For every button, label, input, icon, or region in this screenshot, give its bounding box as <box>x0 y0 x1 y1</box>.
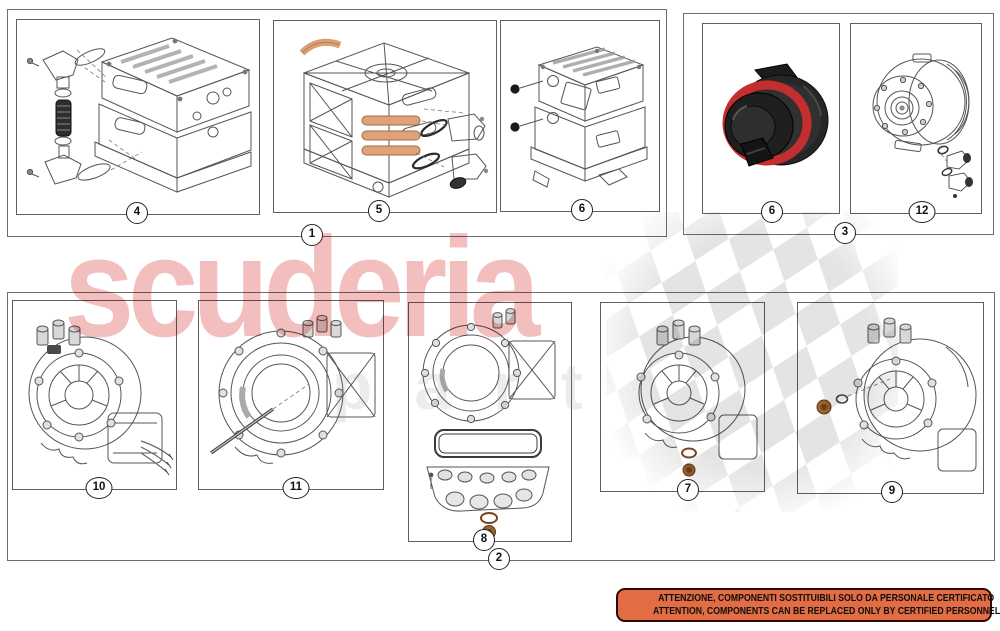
callout-panel-6a[interactable]: 6 <box>571 199 593 221</box>
panel-6b[interactable] <box>702 23 840 214</box>
motor-housing-illustration <box>28 319 174 476</box>
panel-4[interactable] <box>16 19 260 215</box>
panel-9[interactable] <box>797 302 984 494</box>
warning-line-english: ATTENTION, COMPONENTS CAN BE REPLACED ON… <box>652 606 1000 617</box>
inverter-busbar-illustration <box>299 38 489 198</box>
housing-plug-illustration <box>816 317 977 472</box>
housing-drain-plug-illustration <box>636 319 758 477</box>
panel-6a[interactable] <box>500 20 660 212</box>
callout-panel-11[interactable]: 11 <box>282 477 310 499</box>
electric-motor-illustration <box>872 53 973 198</box>
callout-group-3[interactable]: 3 <box>834 222 856 244</box>
inverter-grommets-illustration <box>510 46 648 188</box>
callout-panel-7[interactable]: 7 <box>677 479 699 501</box>
inverter-exploded-illustration <box>26 37 252 193</box>
warning-line-italian: ATTENZIONE, COMPONENTI SOSTITUIBILI SOLO… <box>658 593 995 604</box>
panel-10[interactable] <box>12 300 177 490</box>
panel-11[interactable] <box>198 300 384 490</box>
certified-personnel-warning-banner: ATTENZIONE, COMPONENTI SOSTITUIBILI SOLO… <box>616 588 1000 622</box>
charge-port-cap-illustration <box>722 63 829 167</box>
callout-panel-8[interactable]: 8 <box>473 529 495 551</box>
housing-dowel-illustration <box>210 314 376 464</box>
panel-5[interactable] <box>273 20 497 213</box>
panel-7[interactable] <box>600 302 765 492</box>
callout-panel-9[interactable]: 9 <box>881 481 903 503</box>
housing-oil-pan-illustration <box>420 308 556 539</box>
panel-8[interactable] <box>408 302 572 542</box>
callout-panel-5[interactable]: 5 <box>368 200 390 222</box>
callout-group-2[interactable]: 2 <box>488 548 510 570</box>
callout-panel-10[interactable]: 10 <box>85 477 113 499</box>
callout-panel-4[interactable]: 4 <box>126 202 148 224</box>
callout-panel-12[interactable]: 12 <box>908 201 936 223</box>
callout-group-1[interactable]: 1 <box>301 224 323 246</box>
group-box-1[interactable] <box>7 9 667 237</box>
callout-panel-6b[interactable]: 6 <box>761 201 783 223</box>
panel-12[interactable] <box>850 23 982 214</box>
